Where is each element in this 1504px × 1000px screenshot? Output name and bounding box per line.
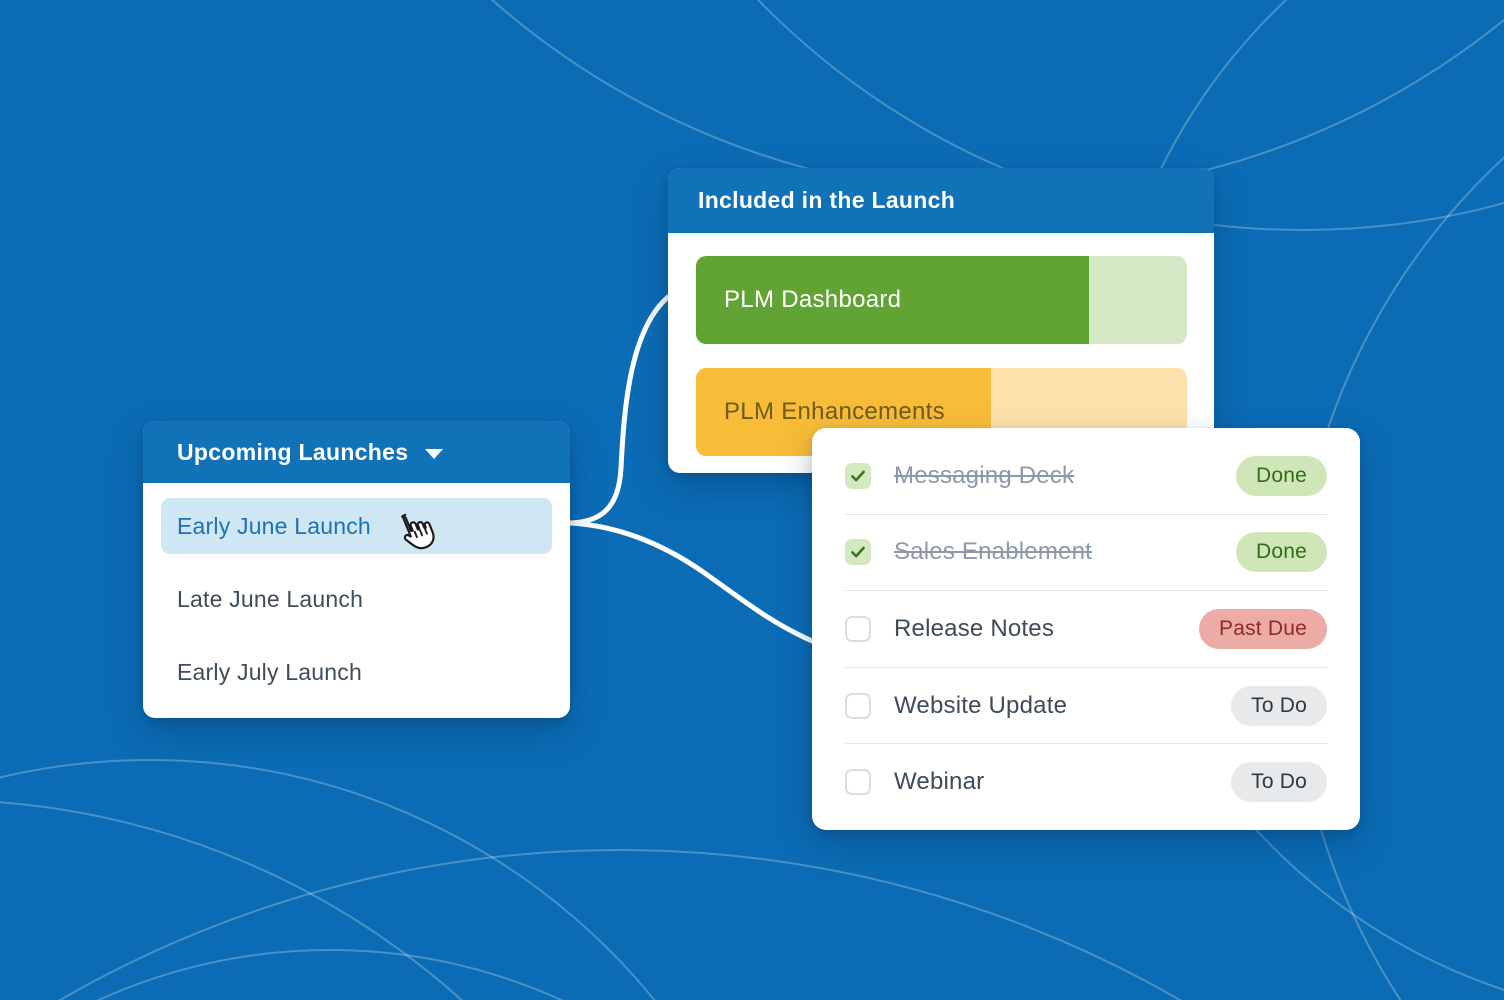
launch-checklist-card: Messaging Deck Done Sales Enablement Don…: [812, 428, 1360, 830]
checklist-row: Release Notes Past Due: [845, 591, 1327, 668]
checklist-row: Sales Enablement Done: [845, 515, 1327, 592]
progress-label: PLM Dashboard: [724, 286, 902, 313]
upcoming-launches-card: Upcoming Launches Early June Launch Late…: [143, 421, 570, 718]
upcoming-launches-dropdown[interactable]: Upcoming Launches: [143, 421, 570, 483]
checklist-item-label: Release Notes: [894, 614, 1055, 642]
upcoming-launches-title: Upcoming Launches: [177, 438, 409, 465]
connector-lines: [567, 294, 815, 644]
chevron-down-icon: [425, 448, 444, 459]
checklist-item-label: Webinar: [894, 768, 985, 796]
launch-list-item[interactable]: Late June Launch: [161, 571, 552, 627]
checklist-item-label: Sales Enablement: [894, 538, 1092, 566]
launch-item-label: Late June Launch: [177, 585, 364, 612]
launch-list-item[interactable]: Early July Launch: [161, 644, 552, 700]
checkbox[interactable]: [845, 769, 871, 796]
status-badge: To Do: [1231, 685, 1327, 726]
included-in-launch-title: Included in the Launch: [698, 187, 956, 213]
connector-to-checklist-card: [567, 520, 815, 644]
status-badge: Done: [1235, 532, 1327, 573]
launch-list: Early June Launch Late June Launch Early…: [143, 483, 570, 700]
checkbox[interactable]: [845, 539, 871, 566]
checklist-row: Website Update To Do: [845, 668, 1327, 745]
check-icon: [851, 546, 865, 558]
checklist-row: Webinar To Do: [845, 744, 1327, 820]
status-badge: Done: [1235, 455, 1327, 496]
status-badge: To Do: [1231, 762, 1327, 803]
launch-asset-progress-bar[interactable]: PLM Dashboard: [696, 256, 1187, 344]
launch-item-label: Early July Launch: [177, 658, 362, 685]
checkbox[interactable]: [845, 462, 871, 489]
status-badge: Past Due: [1199, 608, 1327, 649]
checklist-item-label: Website Update: [894, 691, 1068, 719]
progress-fill: [696, 256, 1089, 344]
pointer-cursor-icon: [401, 513, 435, 550]
checkbox[interactable]: [845, 615, 871, 642]
check-icon: [851, 470, 865, 482]
connector-to-included-card: [567, 294, 671, 526]
checkbox[interactable]: [845, 692, 871, 719]
checklist-row: Messaging Deck Done: [845, 438, 1327, 515]
launch-item-label: Early June Launch: [177, 512, 371, 539]
progress-label: PLM Enhancements: [724, 398, 945, 425]
checklist-item-label: Messaging Deck: [894, 461, 1075, 489]
included-in-launch-header: Included in the Launch: [668, 168, 1214, 233]
included-in-launch-card: Included in the Launch PLM Dashboard PLM…: [668, 168, 1214, 473]
launch-list-item[interactable]: Early June Launch: [161, 498, 552, 554]
progress-bars: PLM Dashboard PLM Enhancements: [668, 233, 1214, 456]
